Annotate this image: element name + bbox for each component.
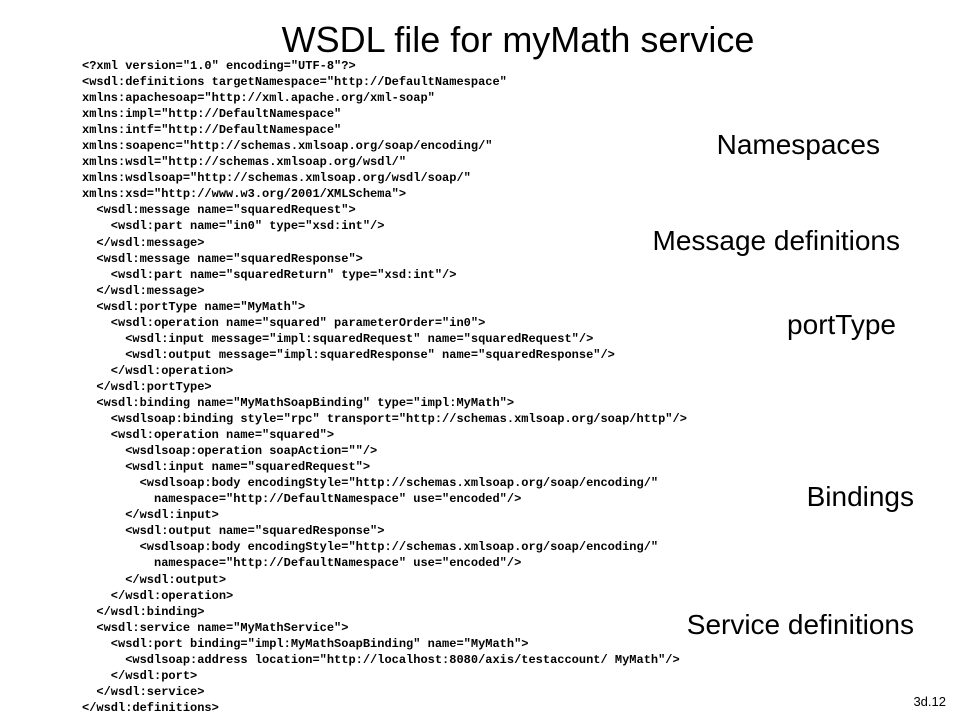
namespaces-label: Namespaces: [716, 129, 880, 160]
code-line: <wsdl:part name="in0" type="xsd:int"/>: [82, 219, 385, 234]
code-line: <wsdl:input name="squaredRequest">: [82, 460, 371, 475]
code-line: <wsdl:port binding="impl:MyMathSoapBindi…: [82, 636, 529, 651]
code-line: <wsdl:output name="squaredResponse">: [82, 524, 385, 539]
code-line: <wsdl:operation name="squared" parameter…: [82, 315, 486, 330]
code-line: </wsdl:port>: [82, 668, 198, 683]
code-line: xmlns:wsdlsoap="http://schemas.xmlsoap.o…: [82, 171, 471, 186]
code-line: namespace="http://DefaultNamespace" use=…: [82, 492, 522, 507]
code-line: <wsdl:message name="squaredRequest">: [82, 203, 356, 218]
code-line: </wsdl:operation>: [82, 588, 234, 603]
code-line: <wsdlsoap:body encodingStyle="http://sch…: [82, 540, 659, 555]
code-line: </wsdl:input>: [82, 508, 219, 523]
code-line: <wsdl:message name="squaredResponse">: [82, 251, 363, 266]
code-line: </wsdl:message>: [82, 235, 205, 250]
code-line: <wsdl:service name="MyMathService">: [82, 620, 349, 635]
code-line: </wsdl:operation>: [82, 363, 234, 378]
porttype-label: portType: [787, 309, 896, 340]
code-line: <wsdl:binding name="MyMathSoapBinding" t…: [82, 395, 515, 410]
code-line: <wsdl:portType name="MyMath">: [82, 299, 306, 314]
code-line: <wsdl:part name="squaredReturn" type="xs…: [82, 267, 457, 282]
code-line: xmlns:xsd="http://www.w3.org/2001/XMLSch…: [82, 187, 407, 202]
slide-title: WSDL file for myMath service: [281, 19, 755, 60]
code-line: </wsdl:definitions>: [82, 700, 219, 715]
code-line: xmlns:impl="http://DefaultNamespace": [82, 107, 342, 122]
code-line: </wsdl:service>: [82, 684, 205, 699]
code-line: </wsdl:portType>: [82, 379, 212, 394]
code-line: <wsdlsoap:binding style="rpc" transport=…: [82, 412, 687, 427]
code-line: <wsdl:definitions targetNamespace="http:…: [82, 75, 507, 90]
code-line: xmlns:soapenc="http://schemas.xmlsoap.or…: [82, 139, 493, 154]
code-line: xmlns:intf="http://DefaultNamespace": [82, 123, 342, 138]
code-line: </wsdl:binding>: [82, 604, 205, 619]
slide-number: 3d.12: [913, 694, 946, 709]
code-line: <wsdl:output message="impl:squaredRespon…: [82, 347, 615, 362]
message-definitions-label: Message definitions: [652, 225, 900, 256]
code-line: <?xml version="1.0" encoding="UTF-8"?>: [82, 59, 356, 73]
code-line: </wsdl:message>: [82, 283, 205, 298]
service-definitions-label: Service definitions: [686, 609, 914, 640]
code-line: <wsdlsoap:operation soapAction=""/>: [82, 444, 378, 459]
code-line: <wsdlsoap:address location="http://local…: [82, 652, 680, 667]
code-line: </wsdl:output>: [82, 572, 227, 587]
wsdl-code-listing: <?xml version="1.0" encoding="UTF-8"?> <w…: [82, 58, 687, 716]
bindings-label: Bindings: [806, 481, 914, 512]
code-line: <wsdlsoap:body encodingStyle="http://sch…: [82, 476, 659, 491]
code-line: <wsdl:input message="impl:squaredRequest…: [82, 331, 594, 346]
code-line: namespace="http://DefaultNamespace" use=…: [82, 556, 522, 571]
code-line: <wsdl:operation name="squared">: [82, 428, 335, 443]
code-line: xmlns:apachesoap="http://xml.apache.org/…: [82, 91, 435, 106]
code-line: xmlns:wsdl="http://schemas.xmlsoap.org/w…: [82, 155, 407, 170]
